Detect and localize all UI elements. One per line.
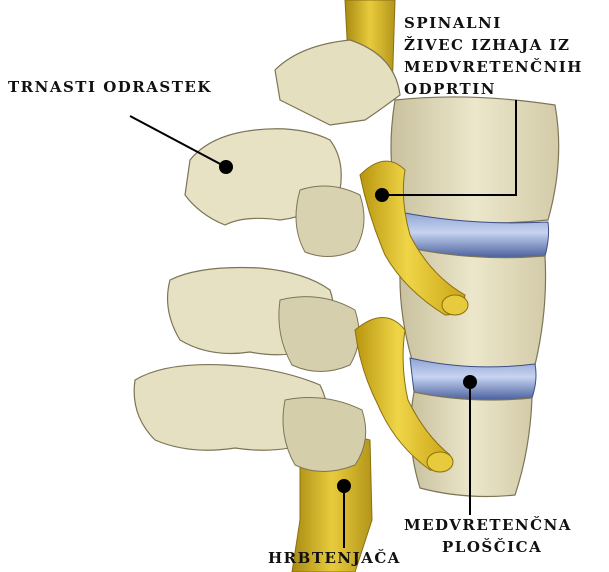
label-spinal-cord: HRBTENJAČA	[268, 547, 401, 569]
label-spinal-nerve-line-4: ODPRTIN	[404, 78, 583, 100]
label-disc-line-2: PLOŠČICA	[404, 536, 572, 558]
label-spinous-process: TRNASTI ODRASTEK	[8, 76, 212, 98]
vertebral-body-upper	[391, 97, 559, 223]
spinous-process-middle	[168, 268, 359, 372]
spinous-process-upper	[185, 40, 400, 257]
label-disc-line-1: MEDVRETENČNA	[404, 514, 572, 536]
label-spinal-nerve-line-2: ŽIVEC IZHAJA IZ	[404, 34, 583, 56]
label-spinal-nerve: SPINALNI ŽIVEC IZHAJA IZ MEDVRETENČNIH O…	[404, 12, 583, 100]
label-spinal-nerve-line-3: MEDVRETENČNIH	[404, 56, 583, 78]
label-spinal-nerve-line-1: SPINALNI	[404, 12, 583, 34]
spinous-process-lower	[134, 365, 366, 472]
label-intervertebral-disc: MEDVRETENČNA PLOŠČICA	[404, 514, 572, 558]
